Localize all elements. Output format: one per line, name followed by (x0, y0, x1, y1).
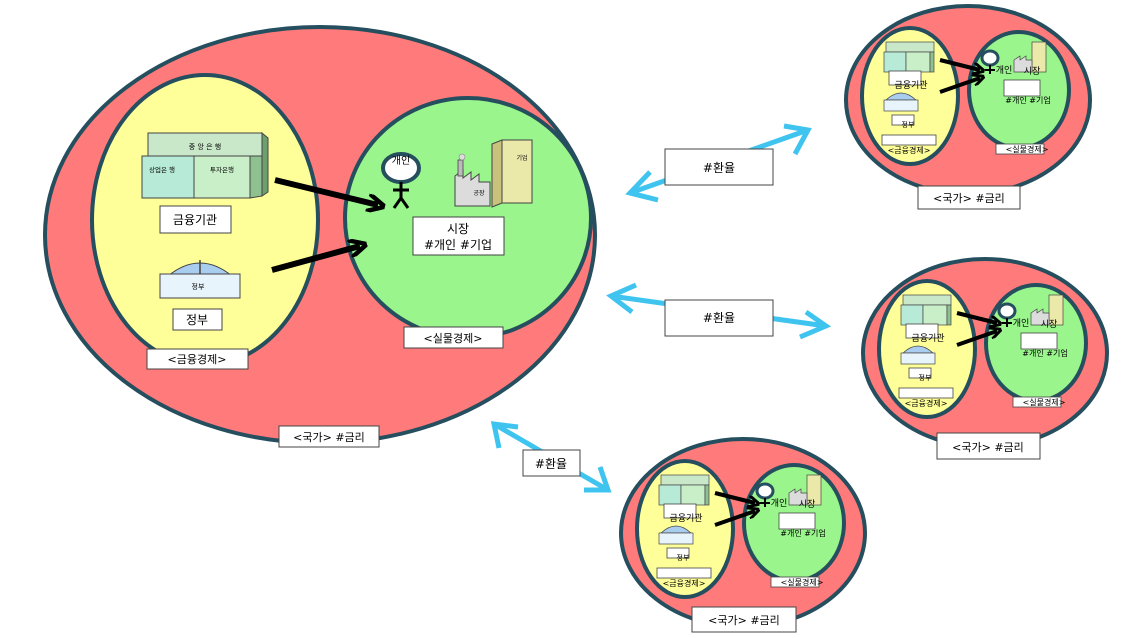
financial-institutions-label: 금융기관 (173, 213, 217, 227)
commercial-bank-label: 상업은 행 (149, 165, 175, 174)
market-label: 시장 (447, 222, 469, 236)
exchange-arrow-middle: #환율 (606, 282, 832, 340)
company-label: 기업 (516, 154, 527, 162)
mini-individual-top: 개인 (996, 65, 1013, 76)
mini-market-mid: 시장 (1041, 319, 1058, 330)
mini-fin-economy-bottom: <금융경제> (663, 578, 706, 588)
factory-icon: 기업 공장 (454, 139, 533, 208)
market-tags-label: #개인 #기업 (424, 238, 492, 252)
mini-individual-mid: 개인 (1013, 318, 1030, 329)
person-icon: 개인 (381, 152, 421, 209)
individual-label: 개인 (392, 155, 410, 167)
country-label: <국가> #금리 (293, 431, 365, 444)
bank-building-icon: 중 앙 은 행 상업은 행 투자은행 (141, 131, 269, 199)
main-country: 중 앙 은 행 상업은 행 투자은행 금융기관 정부 정부 <금융경제> 개인 (43, 25, 597, 448)
investment-bank-label: 투자은행 (210, 165, 234, 174)
mini-fin-economy-top: <금융경제> (888, 145, 931, 155)
exchange-arrow-top: #환율 (625, 123, 812, 203)
mini-real-economy-bottom: <실물경제> (781, 577, 824, 587)
mini-market-bottom: 시장 (799, 499, 816, 510)
financial-economy-label: <금융경제> (168, 353, 227, 366)
country-label-bottom: <국가> #금리 (708, 614, 780, 627)
country-label-top: <국가> #금리 (933, 192, 1005, 205)
country-bottom: 금융기관 정부 <금융경제> 개인 시장 #개인 #기업 <실물경제> <국가>… (621, 439, 865, 633)
mini-market-tags-top: #개인 #기업 (1005, 95, 1050, 105)
mini-fin-economy-mid: <금융경제> (905, 398, 948, 408)
mini-individual-bottom: 개인 (771, 498, 788, 509)
exchange-rate-label-middle: #환율 (703, 311, 735, 325)
country-middle-right: 금융기관 정부 <금융경제> 개인 시장 #개인 #기업 <실물경제> <국가>… (863, 259, 1107, 460)
mini-fin-institutions-top: 금융기관 (894, 80, 927, 91)
finance-to-individual-arrow (274, 177, 378, 205)
mini-gov-mid: 정부 (919, 373, 932, 382)
government-label: 정부 (186, 313, 208, 327)
mini-market-tags-mid: #개인 #기업 (1022, 348, 1067, 358)
central-bank-label: 중 앙 은 행 (189, 142, 221, 151)
mini-market-tags-bottom: #개인 #기업 (780, 528, 825, 538)
real-economy-label: <실물경제> (424, 332, 483, 345)
exchange-rate-label-bottom: #환율 (535, 457, 567, 471)
exchange-rate-label-top: #환율 (703, 161, 735, 175)
country-label-mid: <국가> #금리 (952, 441, 1024, 454)
mini-fin-institutions-bottom: 금융기관 (669, 513, 702, 524)
mini-real-economy-mid: <실물경제> (1023, 397, 1066, 407)
country-top-right: 금융기관 정부 <금융경제> 개인 시장 #개인 #기업 <실물경제> <국가>… (846, 6, 1090, 210)
government-to-market-arrow (271, 246, 360, 273)
mini-fin-institutions-mid: 금융기관 (911, 333, 944, 344)
government-icon-text: 정부 (192, 282, 205, 291)
factory-label: 공장 (473, 189, 485, 197)
mini-gov-top: 정부 (902, 120, 915, 129)
exchange-arrow-bottom: #환율 (490, 421, 612, 493)
mini-real-economy-top: <실물경제> (1006, 144, 1049, 154)
mini-gov-bottom: 정부 (677, 553, 690, 562)
mini-market-top: 시장 (1024, 66, 1041, 77)
government-building-icon: 정부 (159, 260, 241, 299)
